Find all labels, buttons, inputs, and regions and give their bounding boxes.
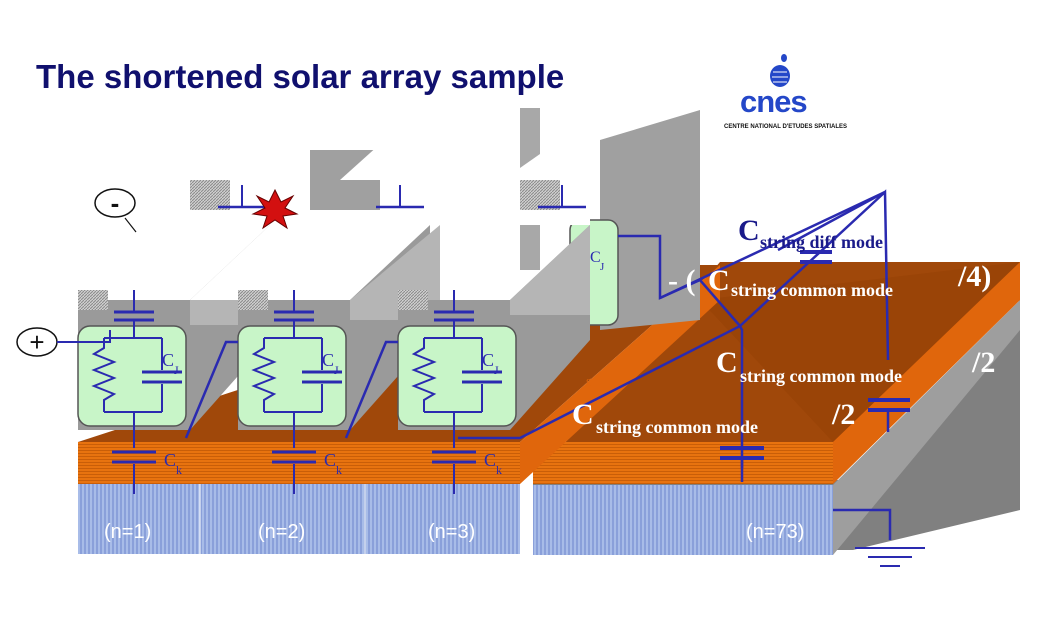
- cnes-logo-subtitle: CENTRE NATIONAL D'ETUDES SPATIALES: [724, 124, 847, 130]
- c-common-half-a-sub: string common mode: [740, 366, 902, 386]
- g-mark: g: [586, 375, 592, 387]
- cell-ck-sub: k: [496, 463, 502, 477]
- c-diff-sub: string diff mode: [760, 232, 883, 252]
- c-common-quarter-c: C: [708, 264, 730, 297]
- back-cell-cj-sub: J: [600, 261, 605, 273]
- cell-cj-sub: J: [174, 363, 179, 377]
- label-c-diff: C string diff mode: [738, 214, 883, 252]
- cnes-logo-mark: [770, 54, 790, 87]
- c-common-quarter-suffix: /4): [957, 260, 991, 293]
- label-c-common-half-a: C string common mode /2: [716, 346, 995, 386]
- cell-cj-sub: J: [334, 363, 339, 377]
- back-cell-cj-label: C: [590, 249, 601, 266]
- label-c-common-quarter: - ( C string common mode /4): [668, 260, 991, 300]
- back-row-blocks: [190, 108, 700, 330]
- cnes-logo-word: cnes: [740, 84, 808, 119]
- cell-ck-sub: k: [176, 463, 182, 477]
- minus-terminal: -: [94, 188, 137, 233]
- cell-cj-label: C: [482, 350, 494, 370]
- label-c-common-half-b: C string common mode /2: [572, 398, 855, 437]
- c-common-half-b-suffix: /2: [831, 398, 855, 431]
- c-common-half-b-c: C: [572, 398, 594, 431]
- interconnect-wires: [184, 189, 892, 540]
- resistor-symbol: [251, 338, 277, 412]
- c-diff-c: C: [738, 214, 760, 247]
- c-common-quarter-prefix: - (: [668, 264, 695, 297]
- minus-terminal-label: -: [111, 188, 120, 218]
- cell-3: [397, 210, 590, 430]
- cnes-logo: cnes CENTRE NATIONAL D'ETUDES SPATIALES: [718, 52, 848, 137]
- cell-ck-label: C: [164, 450, 176, 470]
- base-panel-right: [533, 300, 1020, 555]
- c-common-quarter-sub: string common mode: [731, 280, 893, 300]
- cell-cj-label: C: [162, 350, 174, 370]
- resistor-symbol: [411, 338, 437, 412]
- cell-ck-sub: k: [336, 463, 342, 477]
- cell-cj-label: C: [322, 350, 334, 370]
- cell-cj-sub: J: [494, 363, 499, 377]
- capacitor-symbol: [720, 250, 910, 460]
- c-common-half-a-suffix: /2: [971, 346, 995, 379]
- cell-ck-label: C: [324, 450, 336, 470]
- cell-2-n-label: (n=2): [258, 521, 305, 543]
- base-panel-left: [78, 484, 520, 554]
- resistor-symbol: [91, 338, 117, 412]
- ground-icon: [855, 547, 925, 567]
- plus-terminal: +: [16, 327, 111, 357]
- c-common-half-a-c: C: [716, 346, 738, 379]
- c-common-half-b-sub: string common mode: [596, 417, 758, 437]
- panel-73-n-label: (n=73): [746, 521, 804, 543]
- plus-terminal-label: +: [29, 327, 44, 357]
- cell-3-n-label: (n=3): [428, 521, 475, 543]
- arc-spark-icon: [251, 188, 299, 230]
- cell-1-n-label: (n=1): [104, 521, 151, 543]
- cell-ck-label: C: [484, 450, 496, 470]
- page-title: The shortened solar array sample: [36, 58, 565, 95]
